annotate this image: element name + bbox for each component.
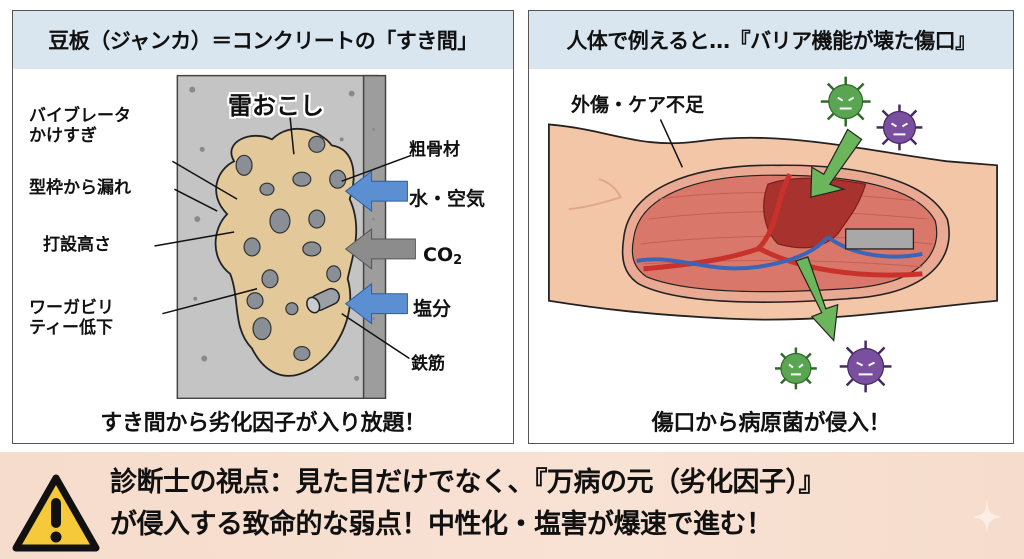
leader-line xyxy=(659,119,684,168)
co2-label: CO2 xyxy=(423,244,463,269)
honeycomb-label: 雷おこし xyxy=(228,92,324,120)
embedded-bar xyxy=(845,228,915,250)
cause-workability-label: ワーガビリ ティー低下 xyxy=(29,298,114,338)
cause-vibrator-label: バイブレータ かけすぎ xyxy=(29,106,131,146)
banner-line-2: が侵入する致命的な弱点！中性化・塩害が爆速で進む！ xyxy=(110,509,773,540)
panel-title: 人体で例えると…『バリア機能が壊た傷口』 xyxy=(529,11,1013,69)
co2-label-main: CO xyxy=(423,244,454,266)
warning-icon xyxy=(12,474,100,552)
water-air-arrow xyxy=(344,170,408,213)
sparkle-icon xyxy=(972,500,1002,534)
co2-label-subscript: 2 xyxy=(453,253,463,268)
leader-lines xyxy=(154,115,412,360)
cause-formwork-leak-label: 型枠から漏れ xyxy=(29,178,131,198)
germ-purple-top xyxy=(876,104,923,151)
arm-crease xyxy=(568,178,623,211)
honeycomb-void xyxy=(214,128,358,377)
cause-workability-line2: ティー低下 xyxy=(29,317,113,338)
salt-label: 塩分 xyxy=(413,298,452,320)
salt-arrow xyxy=(344,282,408,325)
germ-purple-bottom xyxy=(839,340,892,393)
germ-exit-arrow xyxy=(795,256,839,342)
banner-line-1: 診断士の視点：見た目だけでなく、『万病の元（劣化因子）』 xyxy=(110,467,826,498)
rebar-label: 鉄筋 xyxy=(411,354,445,374)
coarse-aggregate-label: 粗骨材 xyxy=(409,140,460,160)
artery xyxy=(643,173,923,278)
vein xyxy=(636,235,923,271)
injury-label: 外傷・ケア不足 xyxy=(571,94,705,116)
cause-vibrator-line2: かけすぎ xyxy=(29,125,97,146)
germ-green-top xyxy=(820,76,871,127)
water-air-label: 水・空気 xyxy=(409,188,486,210)
panel-caption: 傷口から病原菌が侵入！ xyxy=(651,411,891,436)
honeycomb-illustration xyxy=(154,74,416,399)
panel-title: 豆板（ジャンカ）＝コンクリートの「すき間」 xyxy=(13,11,513,69)
cause-vibrator-line1: バイブレータ xyxy=(29,106,131,126)
co2-arrow xyxy=(344,228,416,270)
cause-workability-line1: ワーガビリ xyxy=(29,298,114,318)
cause-pour-height-label: 打設高さ xyxy=(43,235,111,255)
banner-message: 診断士の視点：見た目だけでなく、『万病の元（劣化因子）』 が侵入する致命的な弱点… xyxy=(110,462,990,546)
rebar xyxy=(306,287,340,314)
human-wound-panel: 人体で例えると…『バリア機能が壊た傷口』 xyxy=(528,10,1014,444)
concrete-honeycomb-panel: 豆板（ジャンカ）＝コンクリートの「すき間」 xyxy=(12,10,514,444)
germ-green-bottom xyxy=(774,347,817,390)
wound-illustration xyxy=(548,76,998,393)
panel-caption: すき間から劣化因子が入り放題！ xyxy=(100,411,426,436)
diagnostic-insight-banner: 診断士の視点：見た目だけでなく、『万病の元（劣化因子）』 が侵入する致命的な弱点… xyxy=(0,452,1024,559)
concrete-speckles xyxy=(189,86,376,381)
coarse-aggregate-stones xyxy=(235,135,347,362)
germ-entry-arrow xyxy=(810,128,863,198)
